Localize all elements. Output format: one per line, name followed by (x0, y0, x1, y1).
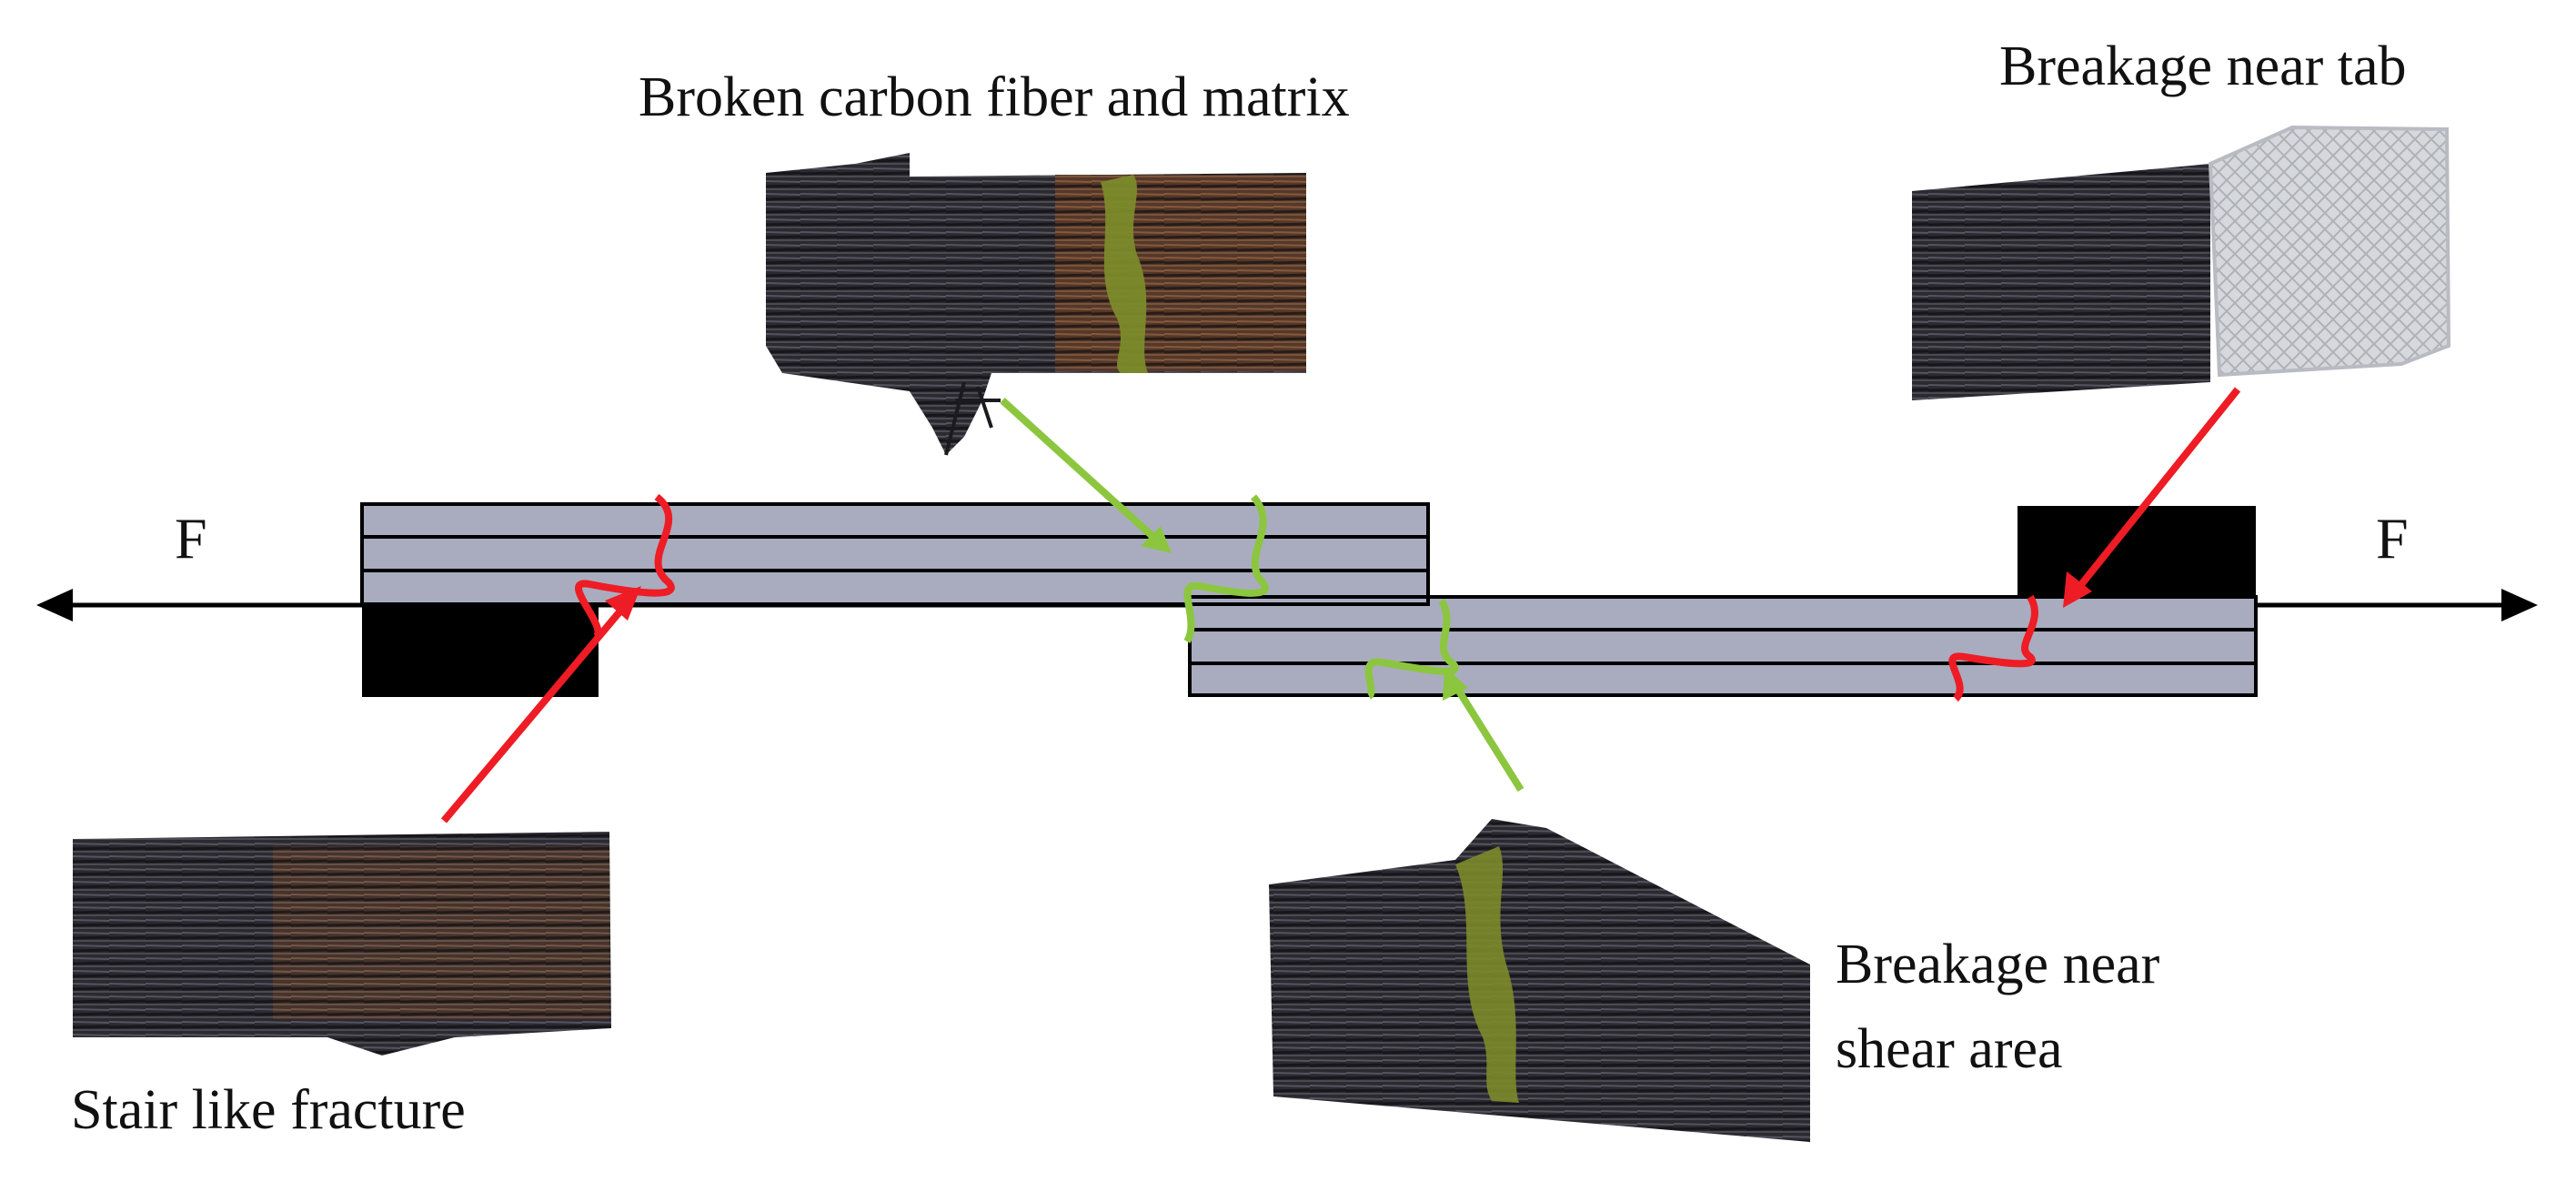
label-force-left: F (175, 506, 207, 571)
upper-adherend (360, 502, 1430, 606)
photo-breakage-shear-area (1269, 819, 1810, 1142)
fracture-mark-shear-upper (1183, 494, 1269, 644)
label-stair-fracture: Stair like fracture (71, 1079, 466, 1141)
arrow-near-tab (2063, 387, 2241, 608)
fracture-mark-shear-lower (1364, 599, 1459, 700)
arrow-shear (1443, 666, 1524, 793)
arrow-broken-fiber (1000, 398, 1172, 553)
fracture-mark-stair (575, 493, 675, 641)
lower-adherend (1188, 595, 2258, 697)
label-shear-line2: shear area (1836, 1018, 2063, 1080)
label-force-right: F (2376, 506, 2409, 571)
arrow-stair (440, 586, 641, 823)
photo-broken-carbon-fiber (766, 153, 1306, 456)
photo-stair-fracture (73, 832, 611, 1056)
arrowhead-left-icon (36, 589, 73, 621)
arrowhead-right-icon (2501, 589, 2538, 621)
label-shear-line1: Breakage near (1836, 934, 2160, 995)
photo-breakage-near-tab (1912, 125, 2451, 400)
label-near-tab: Breakage near tab (1999, 35, 2407, 97)
fracture-mark-tab (1948, 594, 2038, 702)
label-broken-fiber: Broken carbon fiber and matrix (639, 66, 1350, 128)
